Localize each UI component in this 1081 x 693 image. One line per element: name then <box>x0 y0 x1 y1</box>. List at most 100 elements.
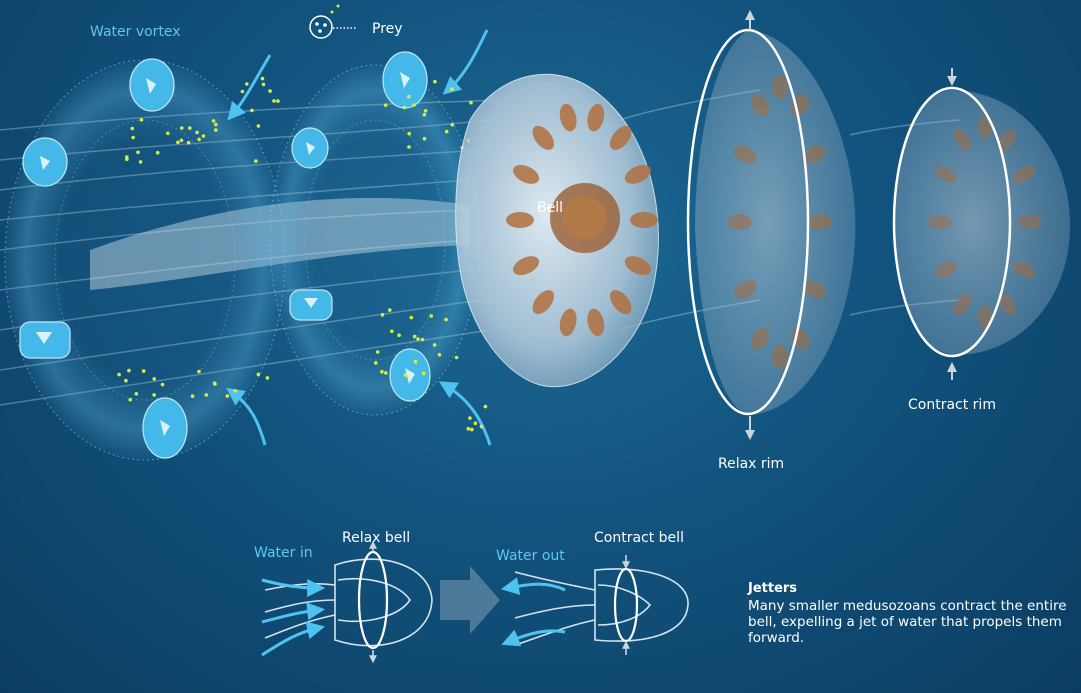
prey-dot <box>384 103 388 107</box>
prey-dot <box>407 95 411 99</box>
label-water-in: Water in <box>254 545 313 561</box>
prey-dot <box>384 371 388 375</box>
prey-dot <box>125 157 129 161</box>
prey-dot <box>124 379 128 383</box>
prey-dot <box>241 90 245 94</box>
prey-dot <box>142 369 146 373</box>
prey-dot <box>205 393 209 397</box>
prey-dot <box>403 106 407 110</box>
label-water-vortex: Water vortex <box>90 24 181 40</box>
prey-dot <box>433 343 437 347</box>
water-in-arrows <box>262 580 318 655</box>
jet-diagram-relax <box>265 544 432 660</box>
gonad-segment <box>728 214 752 230</box>
prey-dot <box>404 373 408 377</box>
prey-dot <box>188 126 192 130</box>
label-relax-rim: Relax rim <box>718 456 784 472</box>
main-bell <box>456 74 659 386</box>
prey-dot <box>468 416 472 420</box>
label-water-out: Water out <box>496 548 565 564</box>
prey-dot <box>191 394 195 398</box>
prey-dot <box>424 109 428 113</box>
prey-dot <box>423 113 427 117</box>
prey-dot <box>423 137 427 141</box>
prey-dot <box>433 80 437 84</box>
prey-dot <box>451 123 455 127</box>
prey-dot <box>474 421 478 425</box>
label-contract-bell: Contract bell <box>594 530 684 546</box>
prey-dot <box>407 145 411 149</box>
prey-dot <box>214 128 218 132</box>
gonad-segment <box>928 215 952 229</box>
prey-dot <box>410 316 414 320</box>
gonad-segment <box>630 212 658 228</box>
prey-dot <box>139 160 143 164</box>
prey-dot <box>380 370 384 374</box>
prey-dot <box>213 382 217 386</box>
prey-dot <box>421 338 425 342</box>
prey-dot <box>197 370 201 374</box>
prey-dot <box>388 308 392 312</box>
prey-dot <box>414 360 418 364</box>
gonad-segment <box>772 345 788 369</box>
gonad-segment <box>1018 215 1042 229</box>
note-body: Many smaller medusozoans contract the en… <box>748 598 1068 646</box>
prey-dot <box>262 83 266 87</box>
prey-dot <box>429 314 433 318</box>
prey-dot <box>480 425 484 429</box>
prey-dot <box>272 99 276 103</box>
prey-dot <box>266 376 270 380</box>
prey-dot <box>254 159 258 163</box>
prey-dot <box>408 132 412 136</box>
label-prey: Prey <box>372 21 403 37</box>
prey-dot <box>261 77 265 81</box>
prey-dot <box>374 361 378 365</box>
prey-dot <box>469 101 473 105</box>
prey-dot <box>245 82 249 86</box>
prey-dot <box>136 151 140 155</box>
prey-dot <box>131 136 135 140</box>
prey-dot <box>197 138 201 142</box>
prey-dot <box>187 141 191 145</box>
prey-dot <box>422 372 426 376</box>
prey-dot <box>416 337 420 341</box>
prey-dot <box>212 119 216 123</box>
prey-dot <box>135 392 139 396</box>
prey-dot <box>131 127 135 131</box>
prey-dot <box>445 130 449 134</box>
prey-dot <box>214 123 218 127</box>
prey-dot <box>202 134 206 138</box>
prey-dot <box>412 103 416 107</box>
prey-dot <box>455 356 459 360</box>
prey-dot <box>117 373 121 377</box>
prey-dot <box>156 151 160 155</box>
prey-dot <box>180 126 184 130</box>
prey-dot <box>376 350 380 354</box>
label-contract-rim: Contract rim <box>908 397 996 413</box>
prey-dot <box>195 131 199 135</box>
prey-dot <box>381 313 385 317</box>
process-arrow <box>440 566 500 634</box>
prey-dot <box>438 353 442 357</box>
prey-dot <box>127 369 131 373</box>
gonad-segment <box>772 75 788 99</box>
prey-dot <box>233 389 237 393</box>
jet-diagram-contract <box>515 555 688 655</box>
prey-dot <box>413 335 417 339</box>
prey-dot <box>444 318 448 322</box>
prey-dot <box>257 124 261 128</box>
prey-dot <box>161 383 165 387</box>
label-relax-bell: Relax bell <box>342 530 410 546</box>
prey-dot <box>176 141 180 145</box>
prey-dot <box>397 333 401 337</box>
prey-dot <box>470 428 474 432</box>
prey-dot <box>226 394 230 398</box>
prey-dot <box>180 139 184 143</box>
note-title: Jetters <box>748 581 797 596</box>
prey-dot <box>250 109 254 113</box>
label-bell: Bell <box>537 200 563 216</box>
prey-dot <box>140 118 144 122</box>
prey-dot <box>152 393 156 397</box>
